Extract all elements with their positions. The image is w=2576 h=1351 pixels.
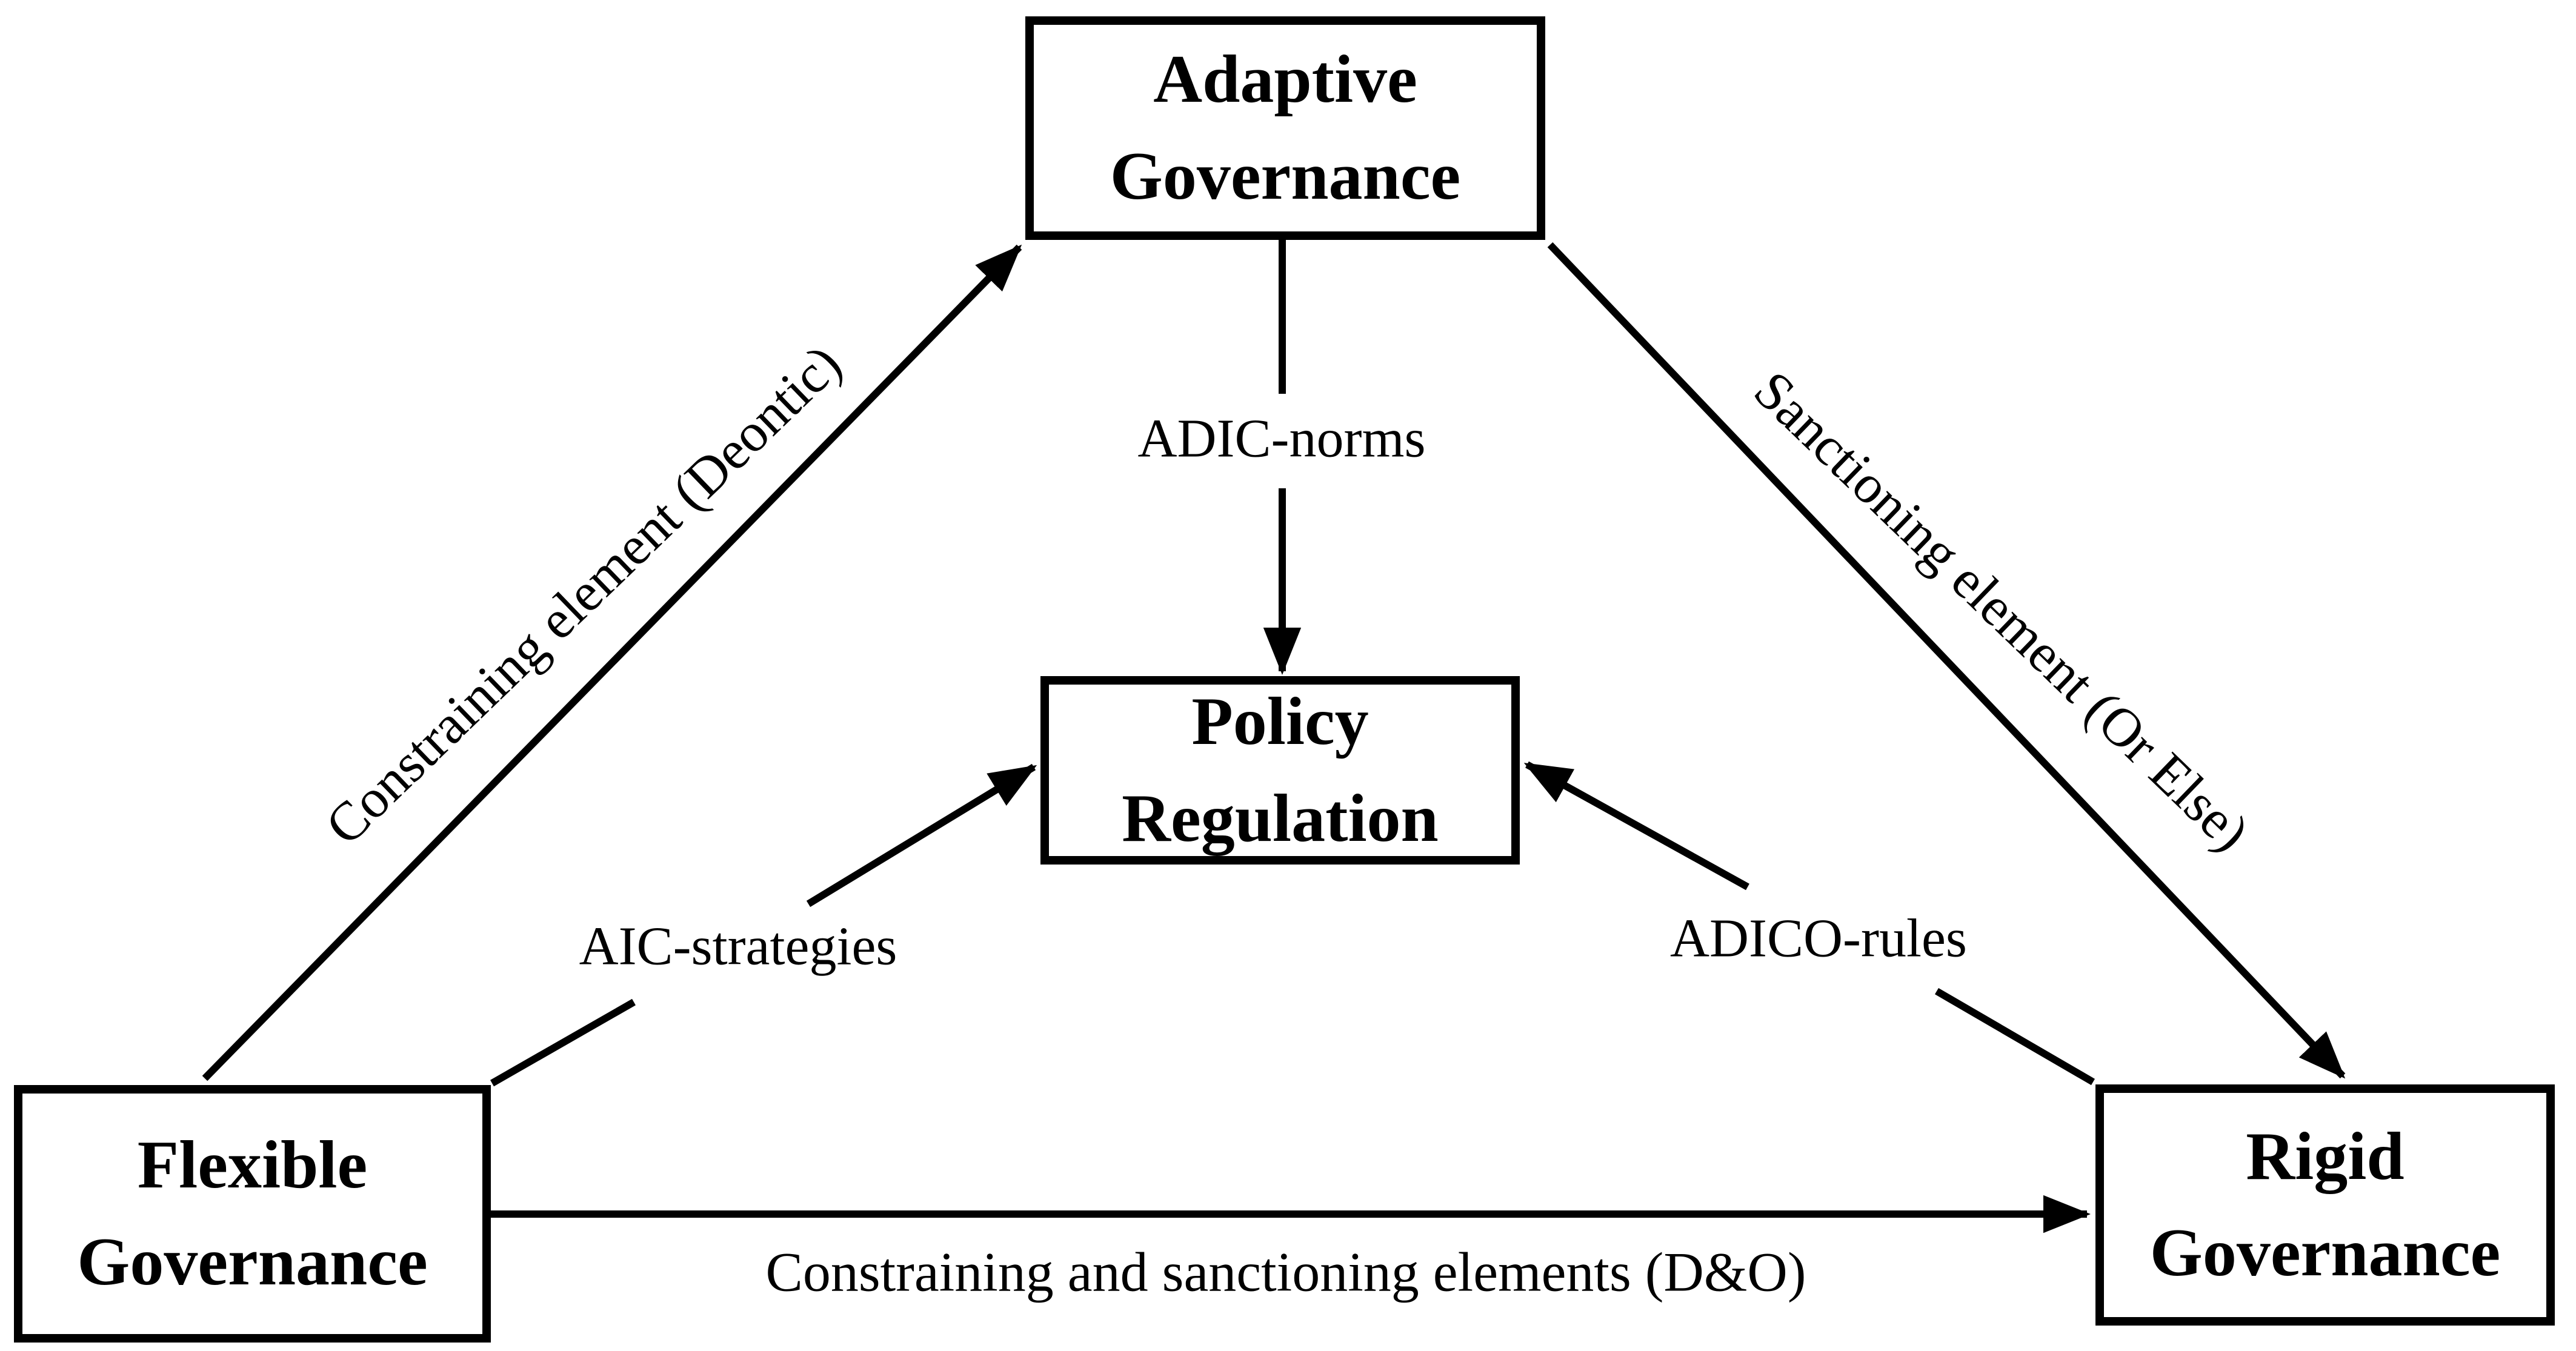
- node-policy-regulation: Policy Regulation: [1040, 676, 1520, 865]
- adico-rules-arrow-end: [1523, 761, 1749, 891]
- node-label-line1: Adaptive: [1153, 42, 1417, 118]
- node-label-line2: Governance: [77, 1224, 428, 1300]
- edge-label-adico-rules: ADICO-rules: [1670, 908, 1967, 969]
- edge-label-aic-strategies: AIC-strategies: [579, 916, 897, 977]
- constraining-arrow: [202, 244, 1022, 1081]
- node-label-line2: Governance: [1110, 138, 1461, 214]
- sanctioning-arrow: [1547, 242, 2346, 1079]
- edge-label-constraining-sanctioning-dno: Constraining and sanctioning elements (D…: [765, 1241, 1806, 1303]
- aic-strategies-arrow-end: [806, 763, 1037, 908]
- node-label-line2: Governance: [2149, 1215, 2501, 1290]
- node-label-line1: Flexible: [137, 1127, 368, 1203]
- adico-rules-arrow-start: [1934, 988, 2095, 1086]
- node-flexible-governance: Flexible Governance: [14, 1085, 491, 1343]
- node-label-line2: Regulation: [1122, 780, 1439, 856]
- edge-label-adic-norms: ADIC-norms: [1137, 408, 1426, 469]
- aic-strategies-arrow-start: [490, 998, 636, 1087]
- node-label-line1: Policy: [1191, 684, 1369, 760]
- node-label-line1: Rigid: [2246, 1118, 2405, 1194]
- node-adaptive-governance: Adaptive Governance: [1025, 16, 1545, 240]
- node-rigid-governance: Rigid Governance: [2095, 1084, 2555, 1326]
